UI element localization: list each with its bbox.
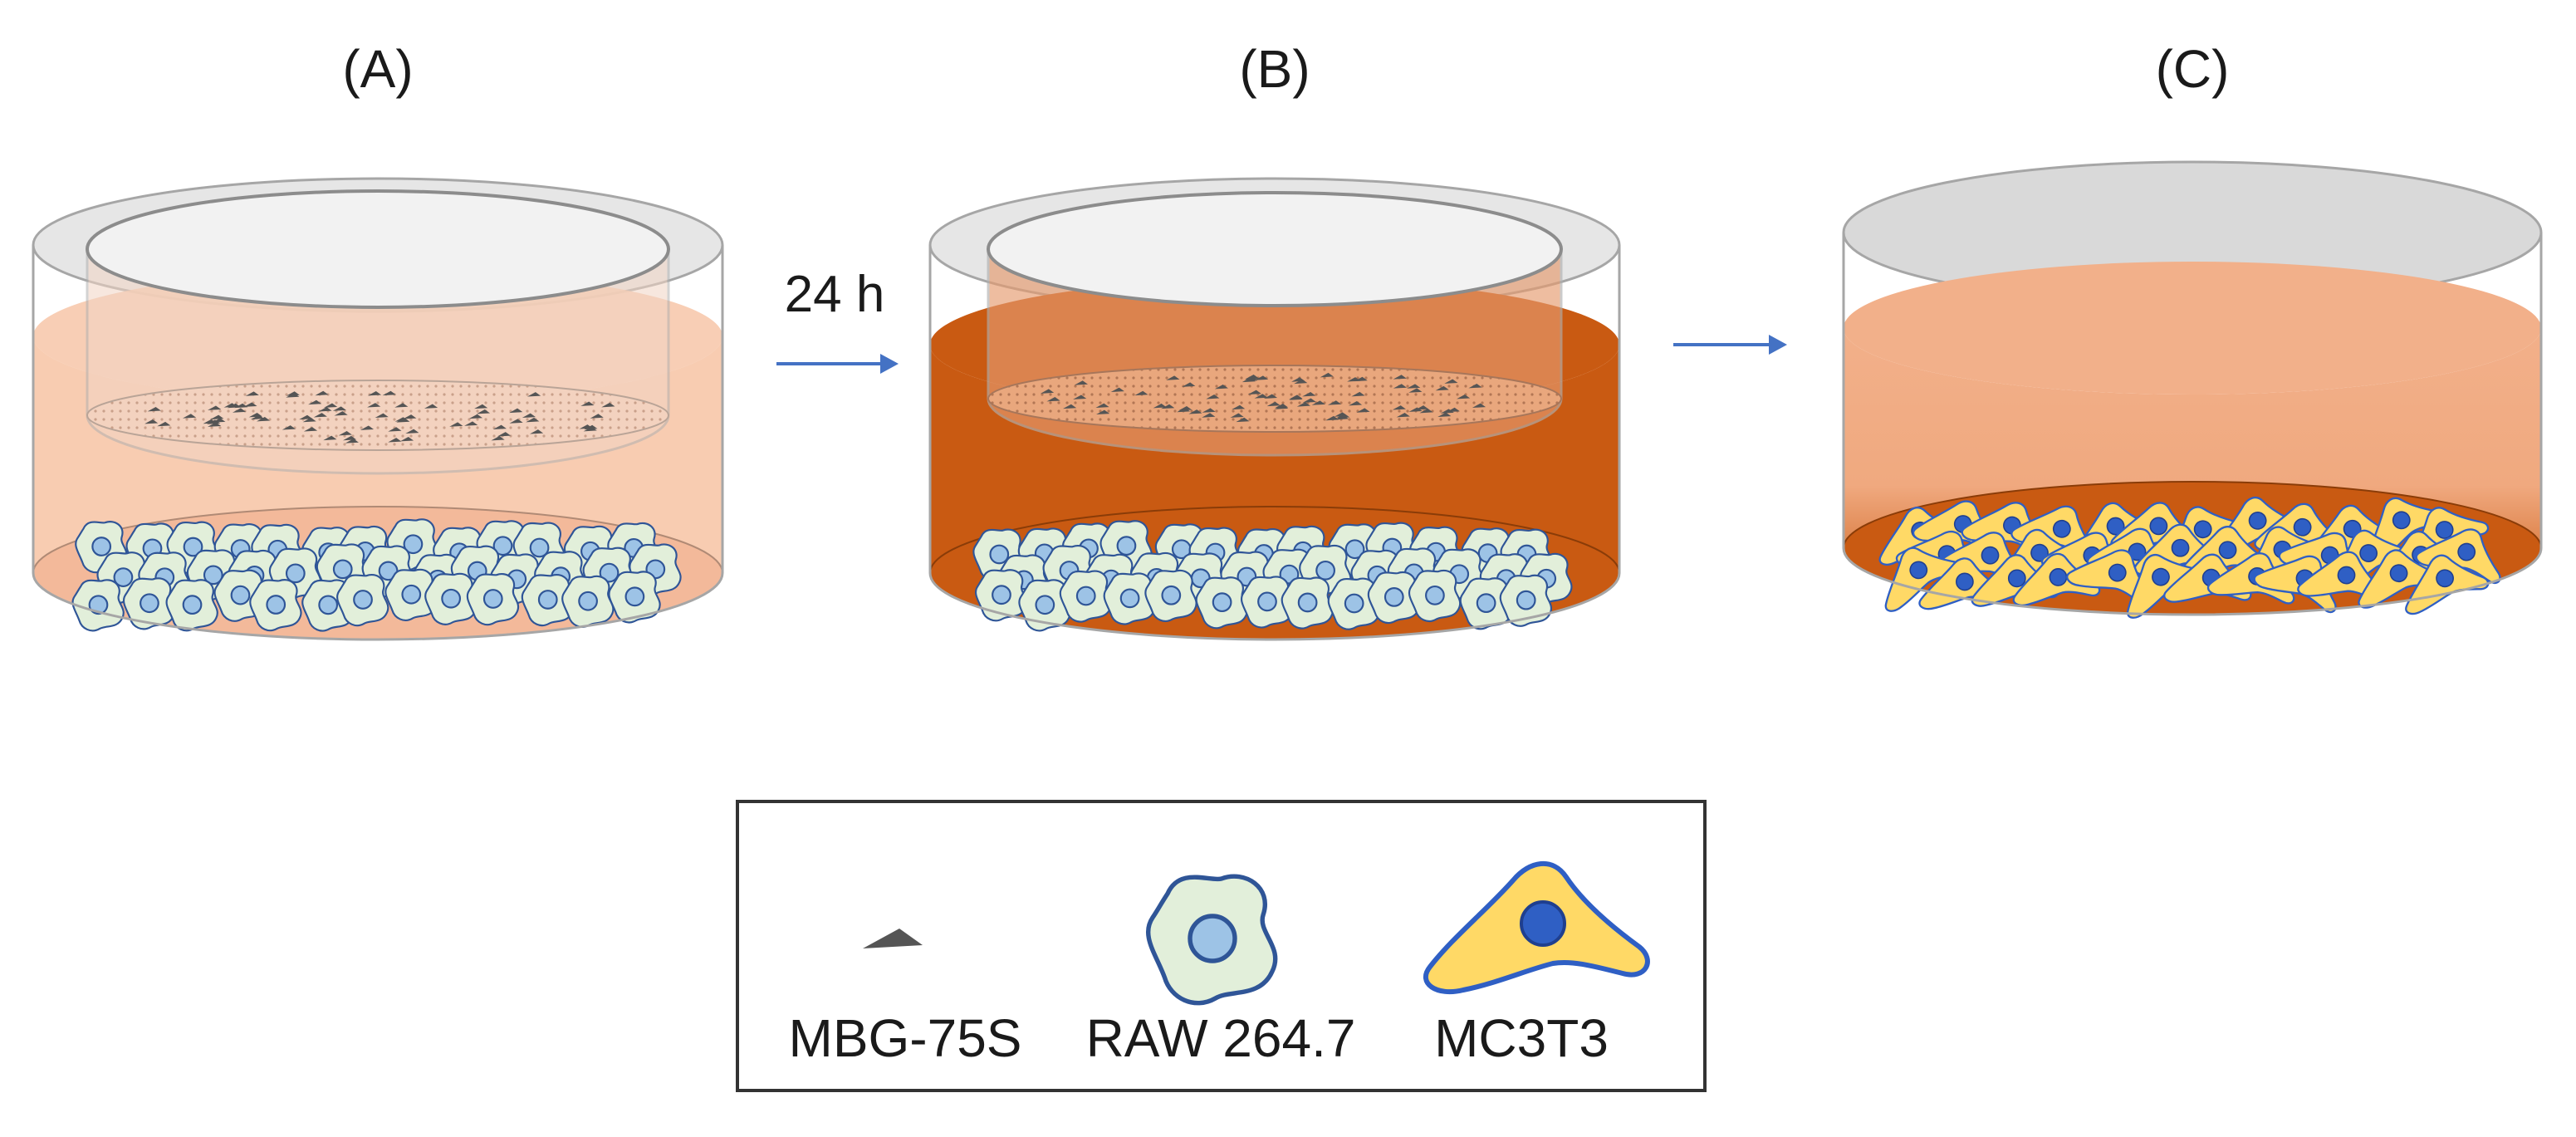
raw-cell — [249, 579, 302, 632]
insert-b — [987, 191, 1563, 457]
legend: MBG-75S RAW 264.7 MC3T3 — [736, 800, 1707, 1092]
raw-cell — [1281, 576, 1334, 630]
raw-cell — [1195, 576, 1248, 630]
raw-cell — [1408, 569, 1462, 623]
legend-label-mbg: MBG-75S — [789, 1008, 1022, 1068]
raw-cell — [1144, 569, 1197, 622]
raw-cell — [466, 572, 520, 626]
incubation-time-label: 24 h — [785, 266, 885, 323]
dish-c — [1842, 160, 2543, 621]
dish-a — [32, 177, 724, 641]
raw-cell — [561, 575, 615, 628]
insert-a — [86, 189, 670, 475]
arrow-a-to-b — [776, 354, 899, 374]
raw-cell — [608, 571, 661, 624]
raw-macrophage-icon — [1148, 876, 1276, 1003]
raw-cells-a — [71, 518, 682, 632]
raw-cell — [335, 573, 389, 627]
panel-label-a: (A) — [342, 39, 413, 99]
raw-cell — [165, 579, 218, 632]
panel-label-b: (B) — [1239, 39, 1310, 99]
dish-b — [928, 177, 1621, 641]
panel-label-c: (C) — [2156, 39, 2230, 99]
legend-label-raw: RAW 264.7 — [1086, 1008, 1356, 1068]
arrow-b-to-c — [1673, 335, 1787, 355]
legend-label-mc3t3: MC3T3 — [1434, 1008, 1609, 1068]
raw-cells-b — [972, 520, 1573, 632]
